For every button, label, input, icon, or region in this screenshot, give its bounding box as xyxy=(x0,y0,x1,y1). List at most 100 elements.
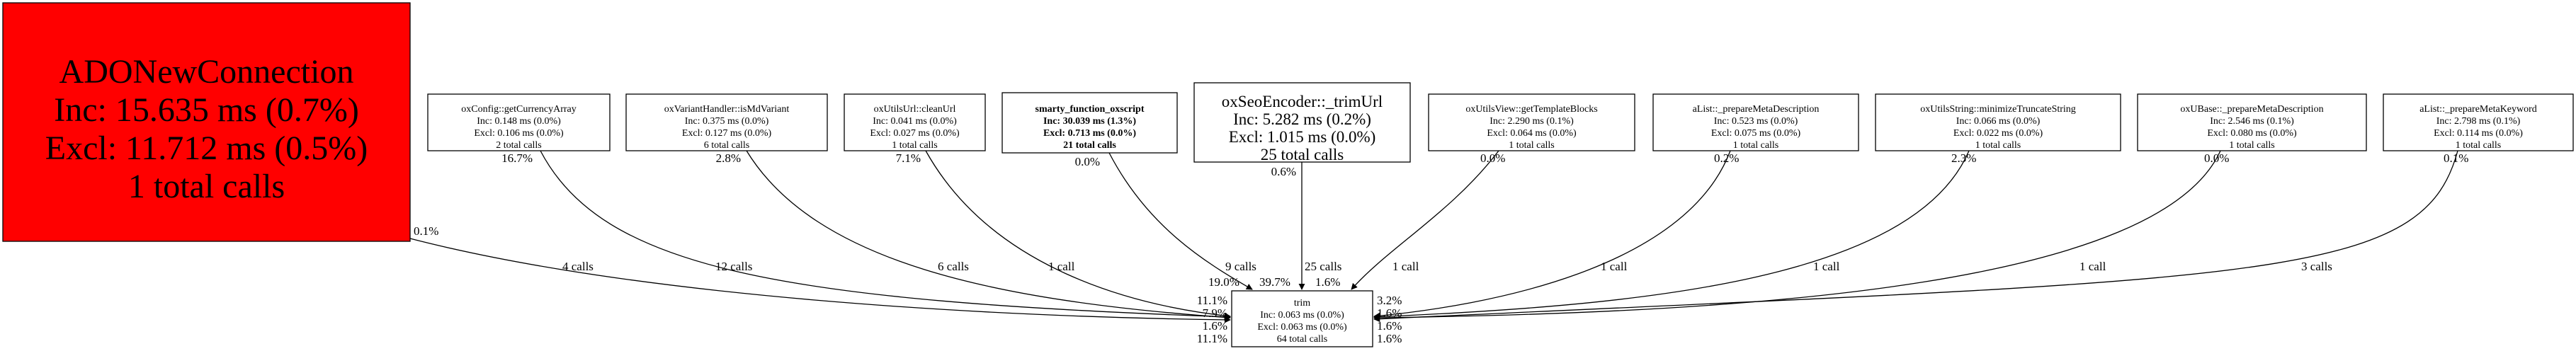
node-exclusive-time: Excl: 0.022 ms (0.0%) xyxy=(1953,128,2043,139)
edge-call-count: 1 call xyxy=(1048,260,1075,273)
node-name: oxConfig::getCurrencyArray xyxy=(461,104,577,115)
node-exclusive-time: Excl: 1.015 ms (0.0%) xyxy=(1229,128,1376,146)
node-minimizeTruncate[interactable]: oxUtilsString::minimizeTruncateStringInc… xyxy=(1875,93,2121,151)
edge-call-count: 9 calls xyxy=(1225,260,1256,273)
edge-line xyxy=(1373,150,2458,323)
node-inclusive-time: Inc: 0.148 ms (0.0%) xyxy=(477,116,561,127)
node-inclusive-time: Inc: 30.039 ms (1.3%) xyxy=(1043,116,1136,127)
node-inclusive-time: Inc: 0.041 ms (0.0%) xyxy=(873,116,957,127)
edge-line xyxy=(409,238,1231,323)
edge-line xyxy=(746,150,1231,321)
node-total-calls: 1 total calls xyxy=(1975,140,2021,151)
node-inclusive-time: Inc: 0.066 ms (0.0%) xyxy=(1956,116,2041,127)
edge-target-percent: 1.6% xyxy=(1203,319,1227,333)
node-inclusive-time: Inc: 5.282 ms (0.2%) xyxy=(1233,110,1371,128)
edge-line xyxy=(925,150,1231,319)
edge-target-percent: 7.9% xyxy=(1203,306,1227,320)
node-exclusive-time: Excl: 0.063 ms (0.0%) xyxy=(1257,322,1347,333)
node-box xyxy=(1002,92,1178,154)
edge-target-percent: 39.7% xyxy=(1259,275,1290,289)
node-total-calls: 2 total calls xyxy=(496,140,542,151)
edge-call-count: 25 calls xyxy=(1305,260,1341,273)
node-inclusive-time: Inc: 0.523 ms (0.0%) xyxy=(1714,116,1798,127)
edge-minimizeTruncate-to-trim: 2.3% 1 call 1.6% xyxy=(1373,150,1976,321)
node-box xyxy=(1193,82,1411,163)
edge-target-percent: 3.2% xyxy=(1377,294,1402,307)
node-total-calls: 1 total calls xyxy=(1509,140,1555,151)
node-inclusive-time: Inc: 0.063 ms (0.0%) xyxy=(1260,310,1344,321)
node-exclusive-time: Excl: 0.075 ms (0.0%) xyxy=(1711,128,1801,139)
edge-smarty-to-trim: 0.0% 9 calls 19.0% xyxy=(1075,152,1256,290)
edge-call-count: 3 calls xyxy=(2301,260,2332,273)
node-name: oxUtilsView::getTemplateBlocks xyxy=(1465,104,1597,115)
node-box xyxy=(1428,93,1635,151)
edge-source-percent: 0.0% xyxy=(2204,151,2229,165)
edge-source-percent: 16.7% xyxy=(501,151,533,165)
node-inclusive-time: Inc: 2.290 ms (0.1%) xyxy=(1490,116,1574,127)
edge-target-percent: 11.1% xyxy=(1197,294,1227,307)
node-name: aList::_prepareMetaDescription xyxy=(1693,104,1820,115)
edge-source-percent: 0.2% xyxy=(1714,151,1739,165)
edge-source-percent: 7.1% xyxy=(896,151,921,165)
edge-call-count: 1 call xyxy=(1813,260,1840,273)
edge-call-count: 4 calls xyxy=(562,260,594,273)
node-total-calls: 21 total calls xyxy=(1063,140,1116,151)
node-name: trim xyxy=(1294,298,1310,309)
node-box xyxy=(2137,93,2367,151)
edge-source-percent: 2.8% xyxy=(716,151,741,165)
edge-line xyxy=(1351,150,1499,290)
node-box xyxy=(2383,93,2574,151)
edge-source-percent: 2.3% xyxy=(1951,151,1976,165)
node-inclusive-time: Inc: 2.798 ms (0.1%) xyxy=(2436,116,2521,127)
edge-call-count: 12 calls xyxy=(715,260,752,273)
edge-target-percent: 11.1% xyxy=(1197,332,1227,345)
edge-source-percent: 0.0% xyxy=(1480,151,1505,165)
node-name: oxUBase::_prepareMetaDescription xyxy=(2180,104,2323,115)
node-box xyxy=(427,93,611,151)
node-name: oxUtilsUrl::cleanUrl xyxy=(874,104,956,115)
edge-source-percent: 0.1% xyxy=(414,224,438,238)
node-total-calls: 1 total calls xyxy=(2456,140,2502,151)
edge-target-percent: 1.6% xyxy=(1377,306,1402,320)
node-exclusive-time: Excl: 11.712 ms (0.5%) xyxy=(45,130,368,167)
edge-call-count: 1 call xyxy=(1392,260,1419,273)
edge-aListDesc-to-trim: 0.2% 1 call 3.2% xyxy=(1373,150,1739,319)
node-total-calls: 1 total calls xyxy=(2229,140,2275,151)
node-exclusive-time: Excl: 0.064 ms (0.0%) xyxy=(1487,128,1577,139)
node-name: oxVariantHandler::isMdVariant xyxy=(664,104,790,115)
node-total-calls: 25 total calls xyxy=(1261,146,1344,163)
node-exclusive-time: Excl: 0.713 ms (0.0%) xyxy=(1043,128,1136,139)
node-exclusive-time: Excl: 0.027 ms (0.0%) xyxy=(870,128,960,139)
node-box xyxy=(1875,93,2121,151)
node-exclusive-time: Excl: 0.114 ms (0.0%) xyxy=(2434,128,2523,139)
edge-target-percent: 19.0% xyxy=(1208,275,1239,289)
node-box xyxy=(1652,93,1859,151)
edge-line xyxy=(540,150,1231,321)
node-name: aList::_prepareMetaKeyword xyxy=(2419,104,2537,115)
node-box xyxy=(1231,290,1373,347)
edge-call-count: 1 call xyxy=(2079,260,2106,273)
node-total-calls: 64 total calls xyxy=(1277,334,1328,345)
node-inclusive-time: Inc: 15.635 ms (0.7%) xyxy=(54,91,359,129)
node-name: oxUtilsString::minimizeTruncateString xyxy=(1920,104,2076,115)
edge-source-percent: 0.0% xyxy=(1075,155,1100,168)
node-name: smarty_function_oxscript xyxy=(1035,104,1145,115)
node-total-calls: 1 total calls xyxy=(128,168,285,205)
edge-cleanUrl-to-trim: 7.1% 1 call 1.6% xyxy=(896,150,1231,333)
